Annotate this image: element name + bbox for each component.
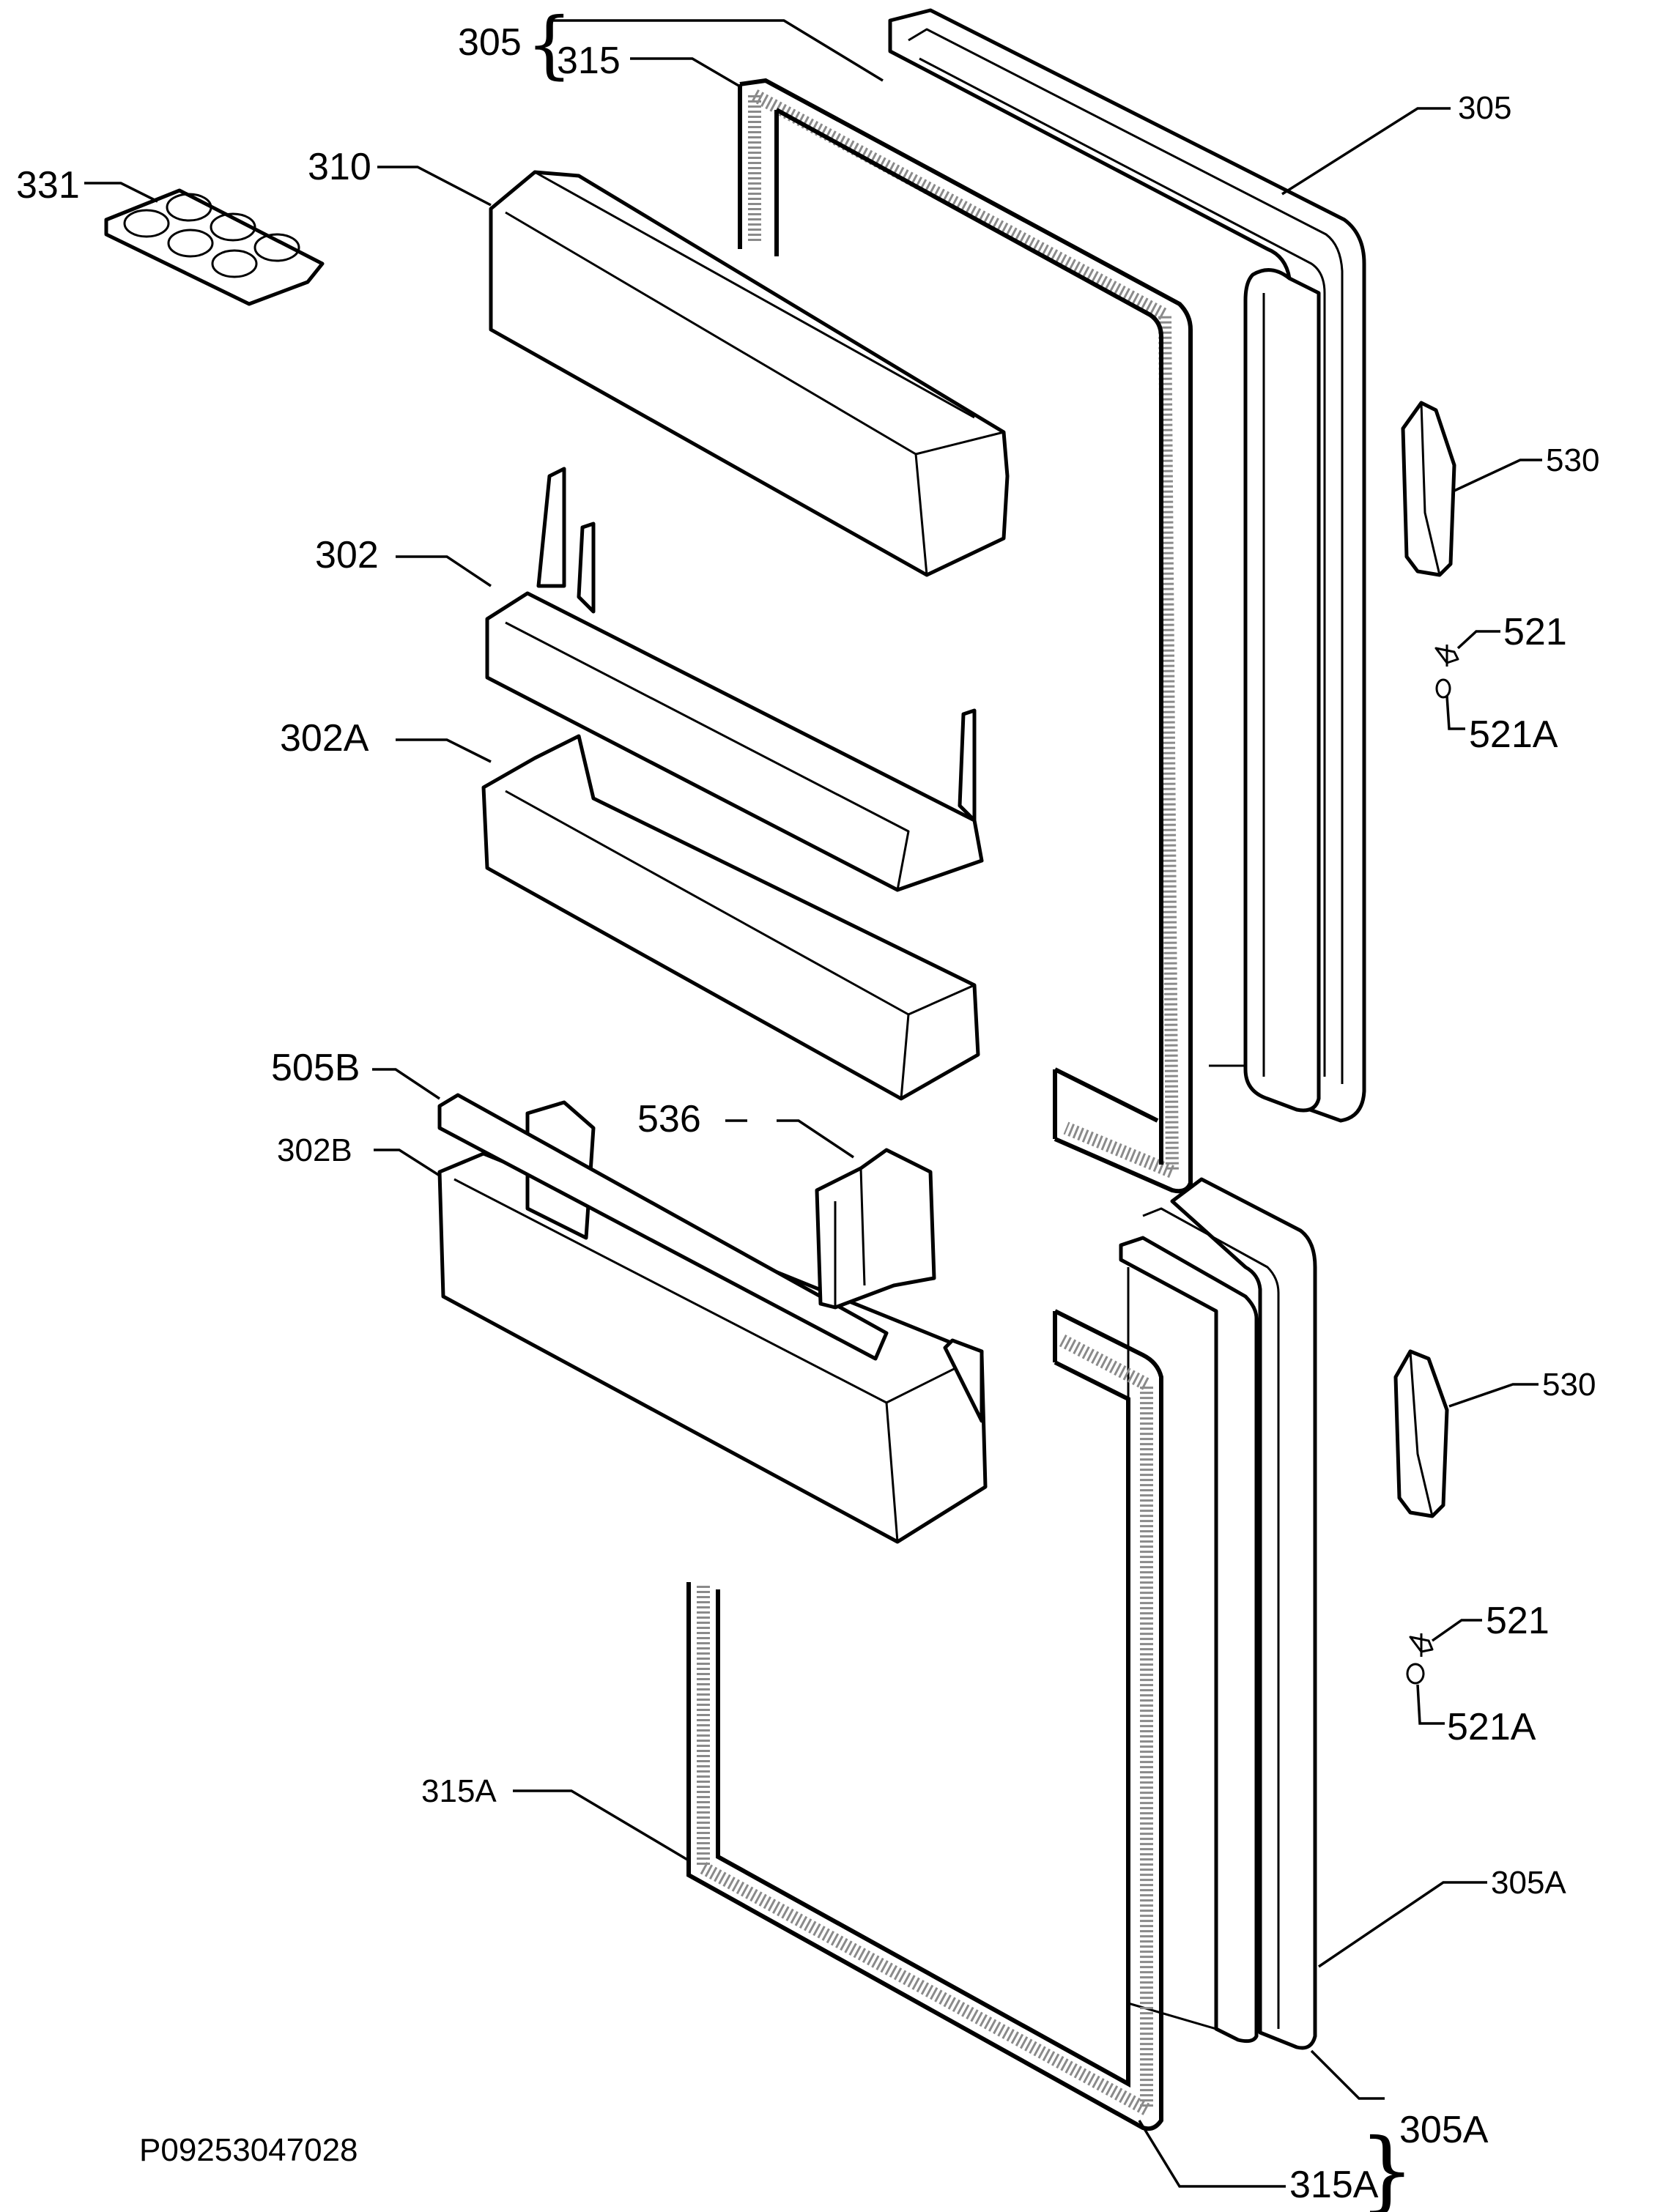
bottle-retainer-bar-505b — [437, 1093, 889, 1361]
label-521a-top: 521A — [1469, 713, 1558, 756]
label-302: 302 — [315, 534, 379, 576]
document-code: P09253047028 — [139, 2132, 358, 2168]
label-302a: 302A — [280, 717, 369, 760]
screw-lower-521 — [1409, 1633, 1434, 1657]
cap-upper-521a — [1435, 678, 1451, 699]
label-530-bottom: 530 — [1542, 1367, 1596, 1403]
label-305a-right: 305A — [1491, 1865, 1566, 1901]
bottle-shelf-302b — [437, 1100, 988, 1544]
label-305a-bottom: 305A — [1399, 2109, 1489, 2151]
leader-lines — [84, 19, 1542, 2188]
label-530-top: 530 — [1546, 442, 1599, 478]
brace-305-315: { — [526, 1, 573, 87]
label-331: 331 — [16, 164, 80, 207]
dairy-compartment — [489, 170, 1010, 577]
label-505b: 505B — [271, 1047, 360, 1089]
label-315-top: 315 — [557, 40, 621, 82]
cap-lower-521a — [1406, 1663, 1425, 1685]
label-536: 536 — [637, 1098, 701, 1140]
bottle-divider-536 — [815, 1148, 936, 1310]
screw-upper-521 — [1434, 645, 1459, 667]
label-302b: 302B — [277, 1132, 352, 1168]
label-521a-bottom: 521A — [1447, 1706, 1536, 1748]
egg-tray — [104, 188, 325, 306]
upper-door-gasket — [738, 78, 1193, 1194]
label-310: 310 — [308, 146, 371, 188]
label-305-right: 305 — [1458, 90, 1511, 126]
handle-lower-530 — [1393, 1349, 1449, 1518]
label-315a-left: 315A — [421, 1773, 497, 1809]
label-315a-bottom: 315A — [1289, 2164, 1379, 2206]
door-shelf-302 — [485, 467, 984, 892]
handle-upper-530 — [1401, 401, 1456, 577]
label-305-top: 305 — [458, 21, 522, 64]
label-521-top: 521 — [1503, 611, 1567, 653]
label-521-bottom: 521 — [1486, 1600, 1550, 1642]
upper-door-panel — [888, 8, 1366, 1123]
brace-315a-305a: } — [1359, 2120, 1415, 2212]
door-shelf-302a — [481, 734, 980, 1101]
